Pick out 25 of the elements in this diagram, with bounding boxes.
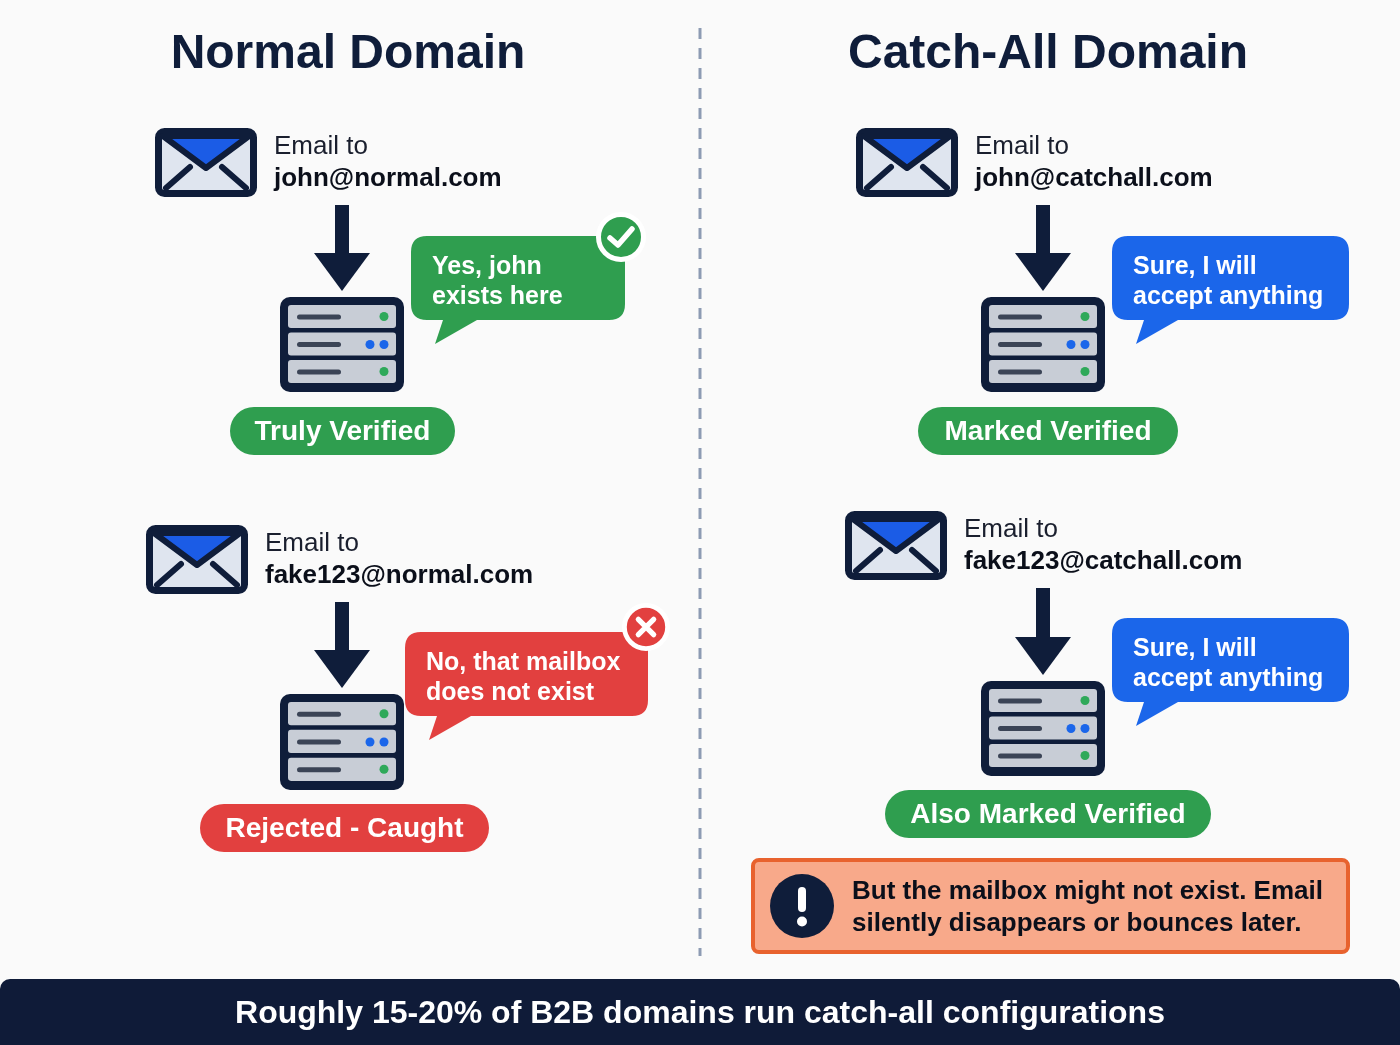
warning-panel <box>751 858 1350 954</box>
arrow <box>1015 588 1071 675</box>
arrow <box>314 602 370 688</box>
recipient-label: Email to fake123@normal.com <box>265 526 534 590</box>
status-badge: Marked Verified <box>918 407 1178 455</box>
recipient-label: Email to john@catchall.com <box>975 129 1213 193</box>
column-heading: Catch-All Domain <box>848 24 1248 80</box>
server-icon <box>280 694 404 790</box>
recipient-label: Email to fake123@catchall.com <box>964 512 1243 576</box>
server-icon <box>981 681 1105 776</box>
arrow <box>1015 205 1071 291</box>
reply-text: No, that mailbox does not exist <box>426 646 622 706</box>
warning-text: But the mailbox might not exist. Email silently disappears or bounces later. <box>852 874 1324 938</box>
server-icon <box>280 297 404 392</box>
reply-text: Sure, I will accept anything <box>1133 250 1325 310</box>
recipient-label: Email to john@normal.com <box>274 129 502 193</box>
reply-text: Sure, I will accept anything <box>1133 632 1325 692</box>
caption-banner: Roughly 15-20% of B2B domains run catch-all configurations <box>0 979 1400 1045</box>
server-icon <box>981 297 1105 392</box>
column-heading: Normal Domain <box>170 24 526 80</box>
status-badge: Rejected - Caught <box>200 804 489 852</box>
reply-text: Yes, john exists here <box>432 250 564 310</box>
status-badge: Also Marked Verified <box>885 790 1211 838</box>
status-badge: Truly Verified <box>230 407 455 455</box>
arrow <box>314 205 370 291</box>
